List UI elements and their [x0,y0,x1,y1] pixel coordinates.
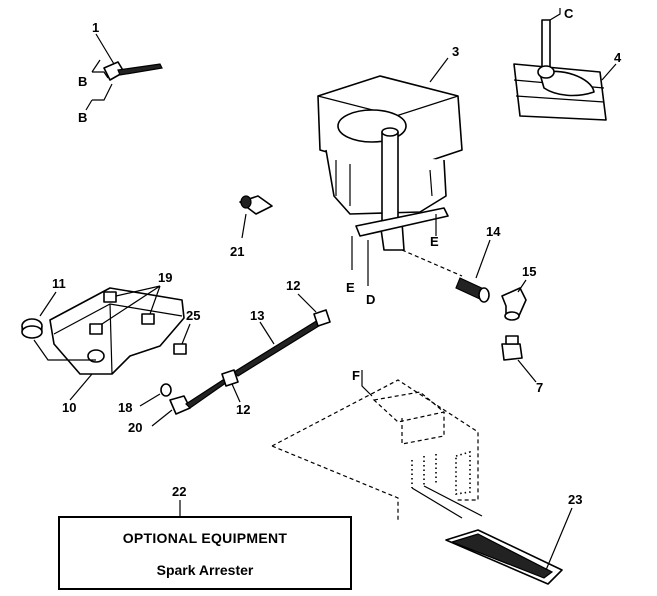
elbow-part-15 [501,287,527,321]
optional-equipment-box: OPTIONAL EQUIPMENT Spark Arrester [58,516,352,590]
callout-10: 10 [62,400,76,415]
clamp-part-12-upper [313,309,331,327]
fuel-tank-part-10 [49,287,185,375]
connector-e-right: E [430,234,439,249]
callout-25: 25 [186,308,200,323]
spark-arrester-label: Spark Arrester [156,562,254,578]
callout-7: 7 [536,380,543,395]
pipe-part-14 [455,277,490,303]
callout-11: 11 [52,276,66,291]
callout-23: 23 [568,492,582,507]
callout-19: 19 [158,270,172,285]
connector-b-upper: B [78,74,87,89]
connector-f: F [352,368,360,383]
clamp-part-12-lower [221,369,239,387]
alignment-line [401,249,463,277]
grommets-part-19 [89,291,155,335]
callout-15: 15 [522,264,536,279]
plug-part-7 [501,335,523,361]
connector-e-left: E [346,280,355,295]
connector-d: D [366,292,375,307]
callout-12-upper: 12 [286,278,300,293]
fitting-part-18 [160,383,172,397]
mower-frame [271,379,479,520]
optional-equipment-title: OPTIONAL EQUIPMENT [122,530,288,546]
callout-13: 13 [250,308,264,323]
callout-4: 4 [614,50,622,65]
callout-21: 21 [230,244,244,259]
callout-1: 1 [92,20,99,35]
callout-3: 3 [452,44,459,59]
grommet-part-25 [173,343,187,355]
throttle-control-part-1 [85,33,163,111]
fuel-line-part-13 [185,319,323,409]
callout-14: 14 [486,224,501,239]
panel-part-23 [411,485,563,585]
clip-part-21 [239,195,273,239]
engine-part-3 [317,75,463,286]
callout-12-lower: 12 [236,402,250,417]
callout-20: 20 [128,420,142,435]
callout-22: 22 [172,484,186,499]
cap-part-11 [21,318,43,339]
callout-18: 18 [118,400,132,415]
connector-b-lower: B [78,110,87,125]
connector-c: C [564,6,574,21]
cap-leader [33,339,96,361]
muffler-part-4 [513,8,607,121]
